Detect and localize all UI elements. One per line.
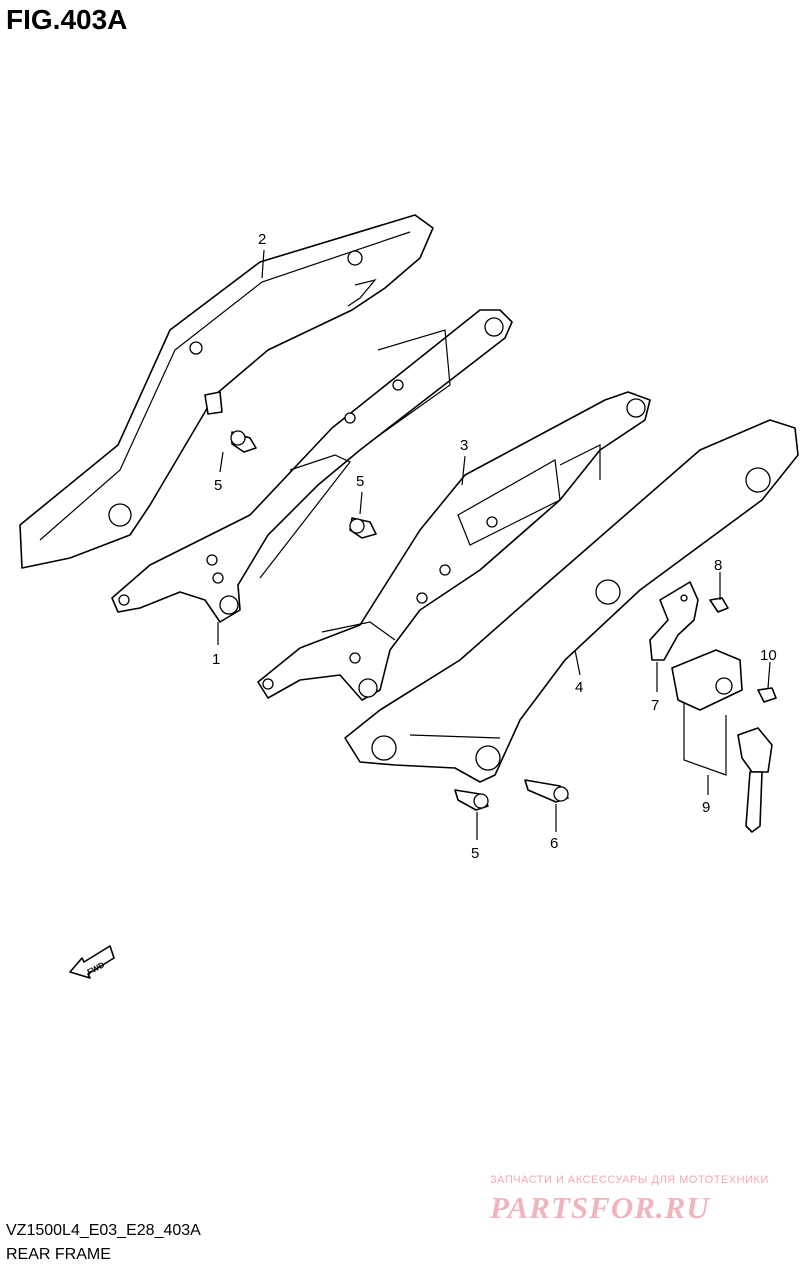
figure-name: REAR FRAME [6, 1246, 111, 1263]
part-9-helmet-lock [671, 649, 773, 833]
fwd-arrow-icon: FWD [69, 945, 115, 979]
callout-3: 3 [460, 437, 468, 454]
part-3-right-rail [257, 391, 651, 701]
callout-5-lower: 5 [471, 845, 479, 862]
figure-number: FIG.403A [6, 4, 128, 35]
part-5-bolt-c [454, 789, 489, 811]
callout-1: 1 [212, 651, 220, 668]
part-8-screw [709, 597, 729, 613]
callout-2: 2 [258, 231, 266, 248]
part-5-bolt-b [349, 517, 377, 539]
part-6-bolt [524, 779, 569, 803]
callout-7: 7 [651, 697, 659, 714]
part-7-bracket [649, 581, 699, 661]
part-5-bolt-a [230, 430, 257, 453]
leader-lines [217, 249, 771, 840]
part-4-side-cover [344, 419, 799, 783]
callout-4: 4 [575, 679, 583, 696]
callout-5-upper: 5 [214, 477, 222, 494]
model-code: VZ1500L4_E03_E28_403A [6, 1222, 201, 1239]
callout-9: 9 [702, 799, 710, 816]
part-1-left-rail [111, 309, 513, 623]
callout-10: 10 [760, 647, 777, 664]
part-10-screw [757, 687, 777, 703]
watermark-logo: PARTSFOR.RU [490, 1190, 710, 1225]
callout-5-middle: 5 [356, 473, 364, 490]
callout-6: 6 [550, 835, 558, 852]
part-2-rear-cover [19, 214, 434, 569]
watermark-tagline: ЗАПЧАСТИ И АКСЕССУАРЫ ДЛЯ МОТОТЕХНИКИ [490, 1174, 769, 1186]
callout-8: 8 [714, 557, 722, 574]
